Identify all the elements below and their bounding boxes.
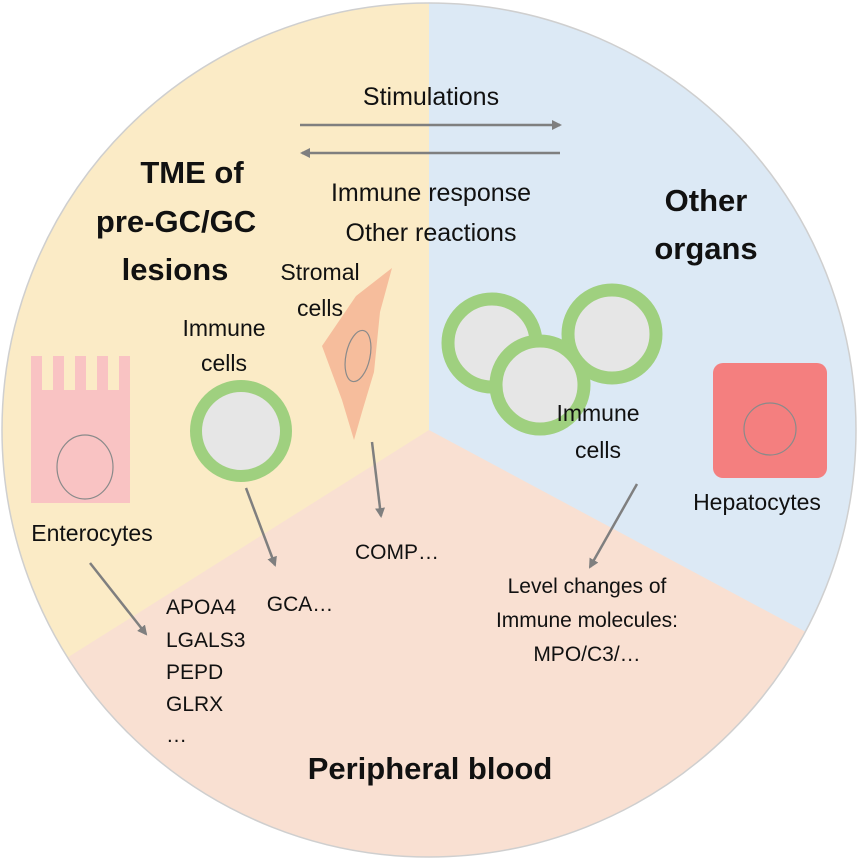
marker-lgals3: LGALS3 (166, 629, 245, 652)
stromal-label-line-2: cells (297, 295, 343, 321)
organ-immune-arrow (588, 483, 639, 569)
stimulations-label: Stimulations (363, 83, 499, 111)
enterocyte-arrow (89, 562, 148, 636)
organ-immune-label-line-2: cells (575, 437, 621, 463)
hepatocyte-icon (713, 363, 827, 478)
marker-glrx: GLRX (166, 693, 223, 716)
marker-apoa4: APOA4 (166, 596, 236, 619)
enterocytes-label: Enterocytes (31, 520, 152, 546)
response-label-line-2: Other reactions (346, 219, 517, 247)
organ-immune-label-line-1: Immune (556, 400, 639, 426)
marker-gca: GCA… (267, 593, 334, 616)
stromal-cell-icon (322, 268, 392, 440)
tme-immune-arrow (244, 487, 277, 567)
organ-molecules-line-3: MPO/C3/… (533, 643, 640, 666)
marker-ellipsis: … (166, 724, 187, 747)
hepatocytes-label: Hepatocytes (693, 489, 821, 515)
tme-title-line-2: pre-GC/GC (96, 204, 256, 239)
tme-title-line-3: lesions (122, 252, 229, 287)
tme-title-line-1: TME of (140, 155, 244, 190)
marker-pepd: PEPD (166, 661, 223, 684)
tme-immune-label-line-2: cells (201, 350, 247, 376)
sector-tme (2, 3, 429, 700)
organ-immune-cells-icon (441, 283, 663, 436)
organ-molecules-line-2: Immune molecules: (496, 609, 678, 632)
tme-immune-cell-icon (190, 380, 292, 482)
stromal-label-line-1: Stromal (280, 259, 359, 285)
enterocyte-icon (31, 356, 130, 503)
other-organs-title-line-2: organs (654, 231, 757, 266)
stromal-arrow (370, 441, 385, 518)
tme-immune-label-line-1: Immune (182, 315, 265, 341)
other-organs-title-line-1: Other (665, 183, 748, 218)
marker-comp: COMP… (355, 541, 439, 564)
organ-molecules-line-1: Level changes of (508, 575, 667, 598)
peripheral-blood-title: Peripheral blood (308, 751, 553, 786)
response-label-line-1: Immune response (331, 179, 531, 207)
